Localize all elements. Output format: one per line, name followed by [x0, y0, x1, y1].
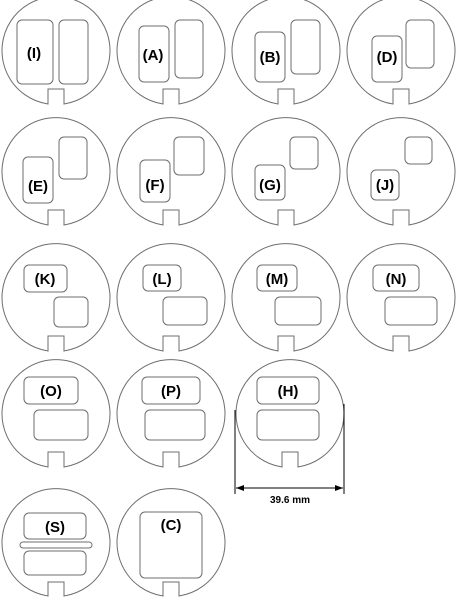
disc-M: (M) — [231, 243, 341, 352]
disc-O-label: (O) — [40, 383, 62, 400]
disc-A-label: (A) — [143, 47, 164, 64]
disc-K: (K) — [1, 243, 111, 352]
disc-K-label: (K) — [35, 271, 56, 288]
disc-N-label: (N) — [386, 271, 407, 288]
disc-H: (H) — [235, 359, 345, 468]
dimension-width: 39.6 mm — [234, 404, 345, 506]
disc-F-label: (F) — [145, 177, 164, 194]
disc-H-label: (H) — [278, 383, 299, 400]
disc-B-label: (B) — [260, 49, 281, 66]
disc-S: (S) — [1, 488, 111, 597]
disc-J: (J) — [346, 117, 456, 226]
disc-I: (I) — [1, 0, 111, 105]
disc-P: (P) — [116, 359, 226, 468]
disc-B: (B) — [231, 0, 341, 105]
disc-D-label: (D) — [377, 49, 398, 66]
disc-L: (L) — [116, 243, 226, 352]
disc-P-label: (P) — [161, 383, 181, 400]
disc-E: (E) — [1, 117, 111, 226]
disc-A: (A) — [116, 0, 226, 105]
disc-O: (O) — [1, 359, 111, 468]
disc-G: (G) — [231, 117, 341, 226]
disc-G-label: (G) — [259, 177, 281, 194]
disc-C: (C) — [116, 488, 226, 597]
disc-N: (N) — [346, 243, 456, 352]
dimension-label: 39.6 mm — [270, 495, 310, 506]
disc-F: (F) — [116, 117, 226, 226]
disc-J-label: (J) — [376, 177, 394, 194]
disc-S-label: (S) — [45, 519, 65, 536]
disc-E-label: (E) — [28, 178, 48, 195]
disc-M-label: (M) — [266, 271, 289, 288]
disc-C-label: (C) — [161, 517, 182, 534]
disc-I-label: (I) — [27, 45, 41, 62]
disc-D: (D) — [346, 0, 456, 105]
disc-L-label: (L) — [152, 271, 171, 288]
